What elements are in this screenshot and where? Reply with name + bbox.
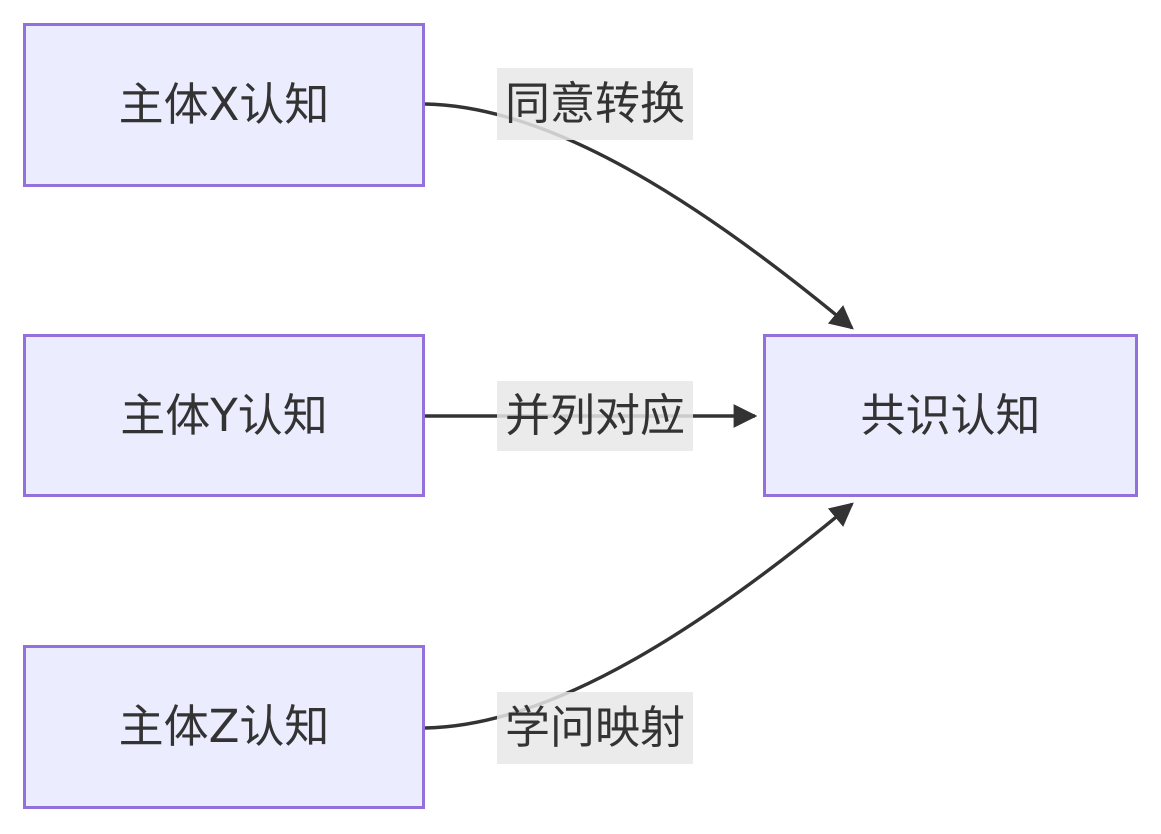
edge-label-parallel-correspondence: 并列对应: [497, 381, 693, 451]
node-label: 主体X认知: [118, 78, 330, 131]
node-label: 主体Y认知: [120, 388, 328, 442]
edge-label-text: 并列对应: [504, 389, 685, 442]
edge-agree-transform: [424, 102, 854, 330]
edge-label-text: 同意转换: [504, 77, 685, 130]
edge-label-agree-transform: 同意转换: [497, 68, 693, 140]
node-label: 共识认知: [860, 388, 1041, 442]
node-subject-x: 主体X认知: [23, 23, 425, 187]
node-subject-z: 主体Z认知: [23, 645, 425, 809]
node-consensus: 共识认知: [763, 334, 1138, 497]
node-label: 主体Z认知: [118, 700, 330, 753]
edge-label-knowledge-mapping: 学问映射: [497, 692, 693, 764]
edge-knowledge-mapping: [424, 502, 854, 730]
edge-label-text: 学问映射: [504, 701, 685, 754]
node-subject-y: 主体Y认知: [23, 334, 425, 497]
